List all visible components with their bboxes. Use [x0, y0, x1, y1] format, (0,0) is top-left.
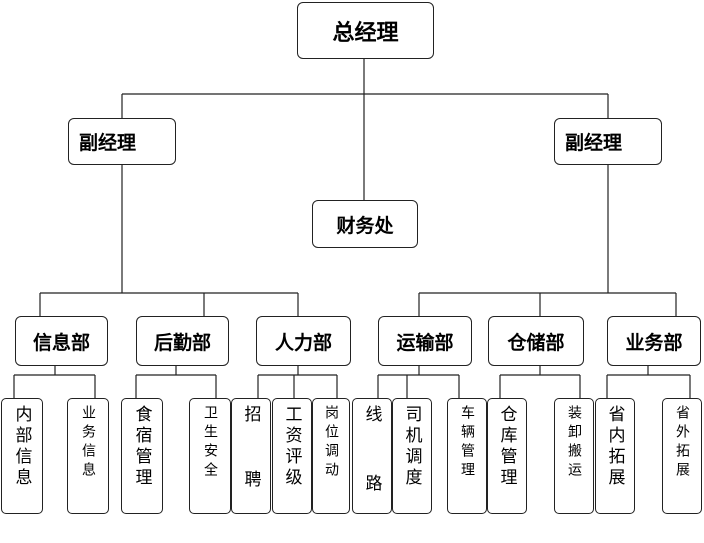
- node-label: 运输部: [396, 331, 454, 354]
- node-label: 装卸搬运: [566, 405, 582, 481]
- node-label: 卫生安全: [202, 405, 218, 481]
- connector-lines: [13, 57, 691, 398]
- dept-business-node: 业务部: [607, 316, 701, 366]
- deputy-manager-right-node: 副经理: [554, 118, 662, 165]
- dept-info-node: 信息部: [15, 316, 108, 366]
- finance-office-node: 财务处: [312, 200, 418, 248]
- node-label: 仓库管理: [496, 405, 517, 489]
- deputy-manager-left-node: 副经理: [68, 118, 176, 165]
- unit-provincial-expansion-node: 省内拓展: [595, 398, 635, 514]
- node-label: 线路: [361, 405, 382, 543]
- node-label: 业务部: [625, 331, 683, 354]
- node-label: 内部信息: [11, 405, 32, 489]
- unit-job-transfer-node: 岗位调动: [312, 398, 350, 514]
- unit-vehicle-mgmt-node: 车辆管理: [447, 398, 487, 514]
- node-label: 岗位调动: [323, 405, 339, 481]
- node-label: 信息部: [32, 331, 90, 354]
- node-label: 省内拓展: [604, 405, 625, 489]
- dept-transport-node: 运输部: [378, 316, 472, 366]
- node-label: 省外拓展: [674, 405, 690, 481]
- dept-hr-node: 人力部: [256, 316, 351, 366]
- unit-salary-grading-node: 工资评级: [272, 398, 312, 514]
- unit-driver-dispatch-node: 司机调度: [392, 398, 432, 514]
- unit-recruitment-node: 招聘: [231, 398, 271, 535]
- unit-outside-expansion-node: 省外拓展: [662, 398, 702, 514]
- node-label: 食宿管理: [131, 405, 152, 489]
- general-manager-node: 总经理: [297, 2, 434, 59]
- unit-warehouse-mgmt-node: 仓库管理: [487, 398, 527, 514]
- unit-loading-node: 装卸搬运: [554, 398, 594, 514]
- node-label: 招聘: [240, 405, 261, 535]
- node-label: 后勤部: [153, 331, 211, 354]
- node-label: 人力部: [274, 331, 332, 354]
- node-label: 财务处: [336, 214, 394, 237]
- dept-logistics-node: 后勤部: [136, 316, 229, 366]
- node-label: 业务信息: [80, 405, 96, 481]
- node-label: 总经理: [332, 20, 399, 46]
- node-label: 副经理: [79, 132, 137, 154]
- unit-hygiene-safety-node: 卫生安全: [189, 398, 231, 514]
- dept-warehouse-node: 仓储部: [488, 316, 584, 366]
- unit-internal-info-node: 内部信息: [1, 398, 43, 514]
- unit-dining-node: 食宿管理: [121, 398, 163, 514]
- node-label: 车辆管理: [459, 405, 475, 481]
- unit-business-info-node: 业务信息: [67, 398, 109, 514]
- node-label: 副经理: [565, 132, 623, 154]
- unit-routes-node: 线路: [352, 398, 392, 543]
- node-label: 司机调度: [401, 405, 422, 489]
- node-label: 工资评级: [281, 405, 302, 489]
- node-label: 仓储部: [507, 331, 565, 354]
